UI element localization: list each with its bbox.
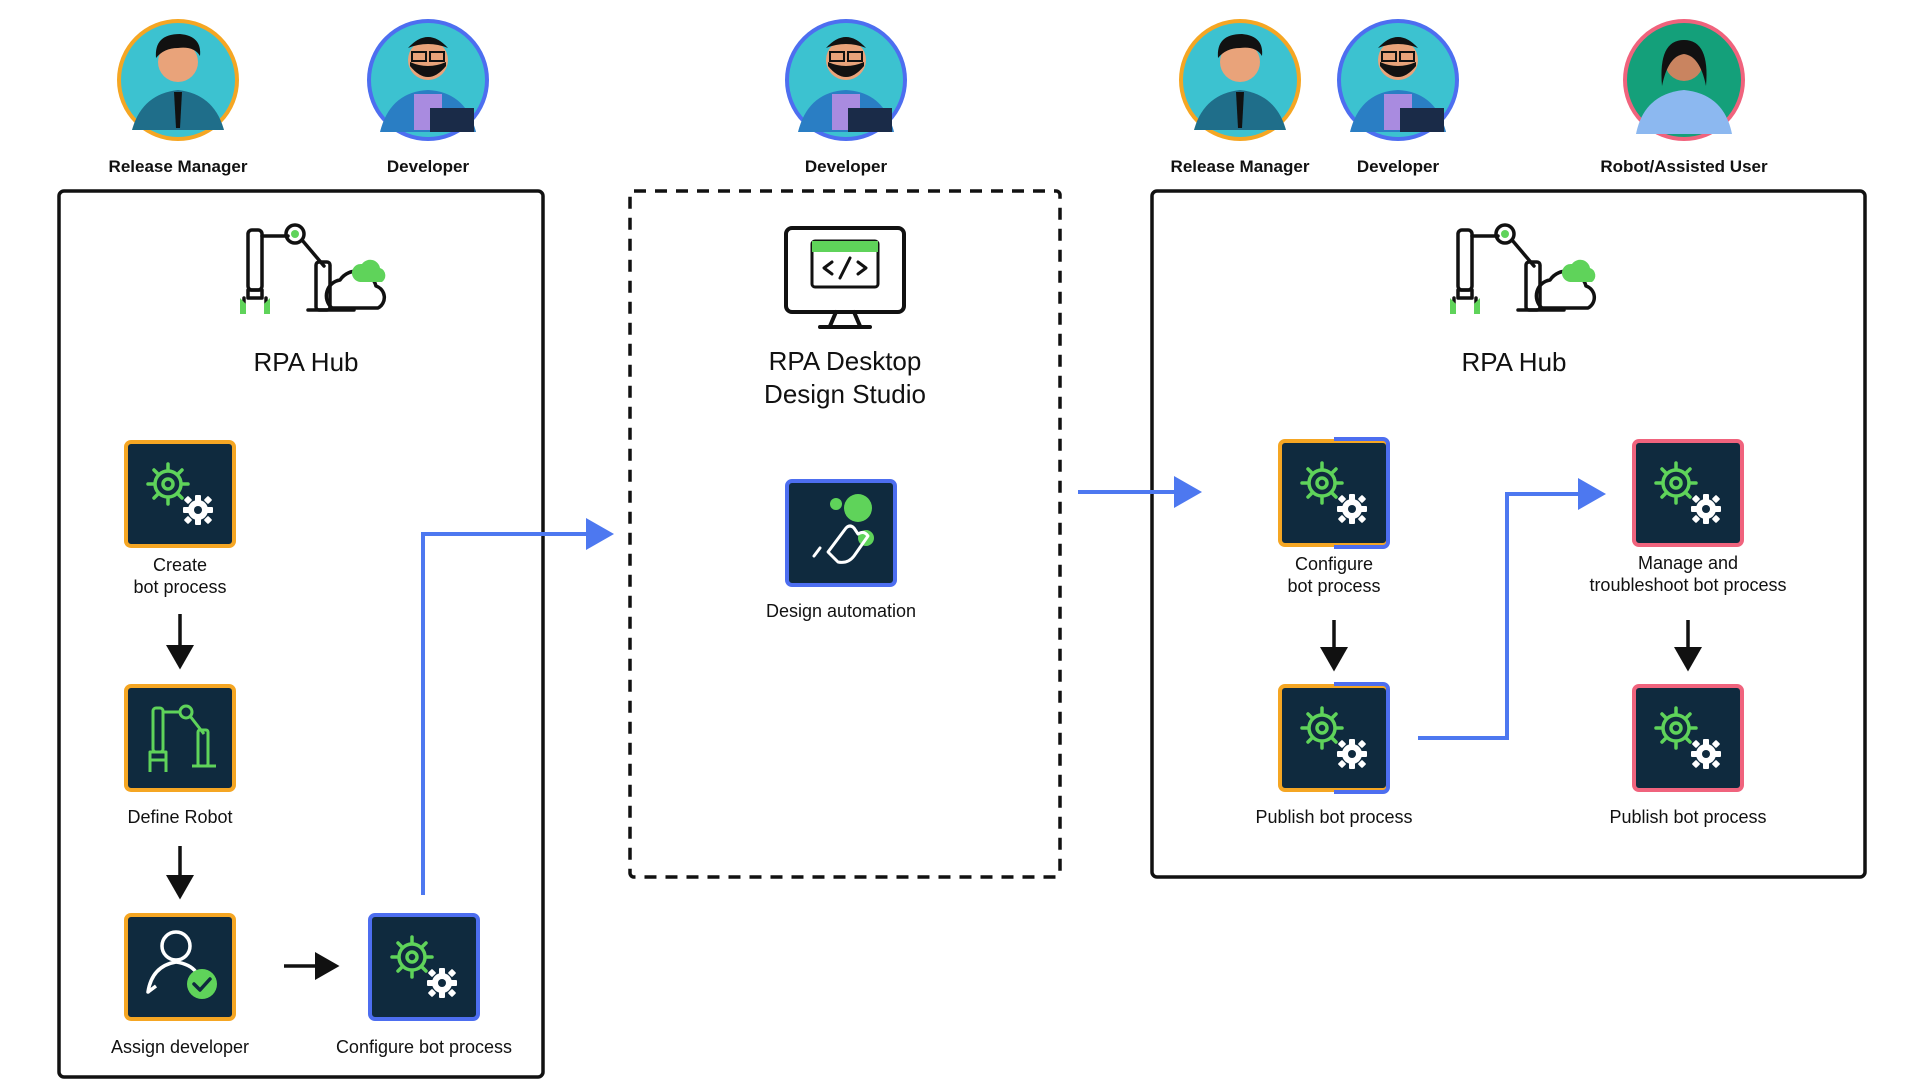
monitor-code-icon (784, 226, 906, 329)
label-configure-bot-process-left: Configure bot process (335, 1037, 513, 1057)
left-panel-frame (57, 189, 545, 1079)
flow-arrows (166, 476, 1702, 980)
tile-publish-bot-process-1[interactable] (1278, 682, 1390, 794)
rpa-hub-robot-icon-right (1448, 223, 1598, 316)
label-manage-line-1: Manage and (1637, 553, 1739, 573)
label-create-line-2: bot process (133, 577, 227, 597)
tile-manage-troubleshoot[interactable] (1632, 439, 1744, 547)
avatar-developer-3 (1337, 19, 1459, 141)
label-assign-developer: Assign developer (110, 1037, 250, 1057)
arrow-publish-to-manage (1418, 478, 1606, 740)
label-publish-bot-process-1: Publish bot process (1255, 807, 1413, 827)
middle-panel-title: RPA Desktop Design Studio (720, 345, 970, 411)
persona-label-robot-user: Robot/Assisted User (1600, 157, 1768, 176)
middle-panel-frame (628, 189, 1062, 879)
avatar-release-manager-2 (1179, 19, 1301, 141)
middle-title-line-1: RPA Desktop (768, 346, 922, 376)
persona-label-release-manager: Release Manager (108, 157, 248, 176)
tile-configure-bot-process-right[interactable] (1278, 437, 1390, 549)
label-create-line-1: Create (152, 555, 208, 575)
arrow-configure-to-studio (421, 518, 614, 895)
persona-label-developer-right: Developer (1356, 157, 1440, 176)
tile-define-robot[interactable] (124, 684, 236, 792)
persona-label-developer: Developer (386, 157, 470, 176)
avatar-robot-user (1623, 19, 1745, 141)
avatar-release-manager-1 (117, 19, 239, 141)
label-define-robot: Define Robot (127, 807, 233, 827)
rpa-hub-robot-icon (238, 223, 388, 316)
avatar-developer-2 (785, 19, 907, 141)
robot-arm-icon (148, 704, 216, 772)
label-configure-line-2: bot process (1287, 576, 1381, 596)
label-configure-line-1: Configure (1294, 554, 1374, 574)
tile-design-automation[interactable] (785, 479, 897, 587)
persona-label-release-manager-right: Release Manager (1170, 157, 1310, 176)
label-design-automation: Design automation (765, 601, 917, 621)
label-publish-bot-process-2: Publish bot process (1609, 807, 1767, 827)
tile-assign-developer[interactable] (124, 913, 236, 1021)
avatar-developer-1 (367, 19, 489, 141)
label-manage-line-2: troubleshoot bot process (1589, 575, 1787, 595)
tile-publish-bot-process-2[interactable] (1632, 684, 1744, 792)
right-panel-frame (1150, 189, 1867, 879)
left-panel-title: RPA Hub (253, 347, 359, 377)
middle-title-line-2: Design Studio (764, 379, 926, 409)
tile-configure-bot-process-left[interactable] (368, 913, 480, 1021)
label-create-bot-process: Create bot process (80, 554, 280, 598)
user-check-icon (146, 930, 217, 999)
touch-gesture-icon (812, 494, 874, 564)
label-manage-troubleshoot: Manage and troubleshoot bot process (1558, 552, 1818, 596)
right-panel-title: RPA Hub (1461, 347, 1567, 377)
label-configure-bot-process-right: Configure bot process (1224, 553, 1444, 597)
persona-label-developer-middle: Developer (804, 157, 888, 176)
tile-create-bot-process[interactable] (124, 440, 236, 548)
